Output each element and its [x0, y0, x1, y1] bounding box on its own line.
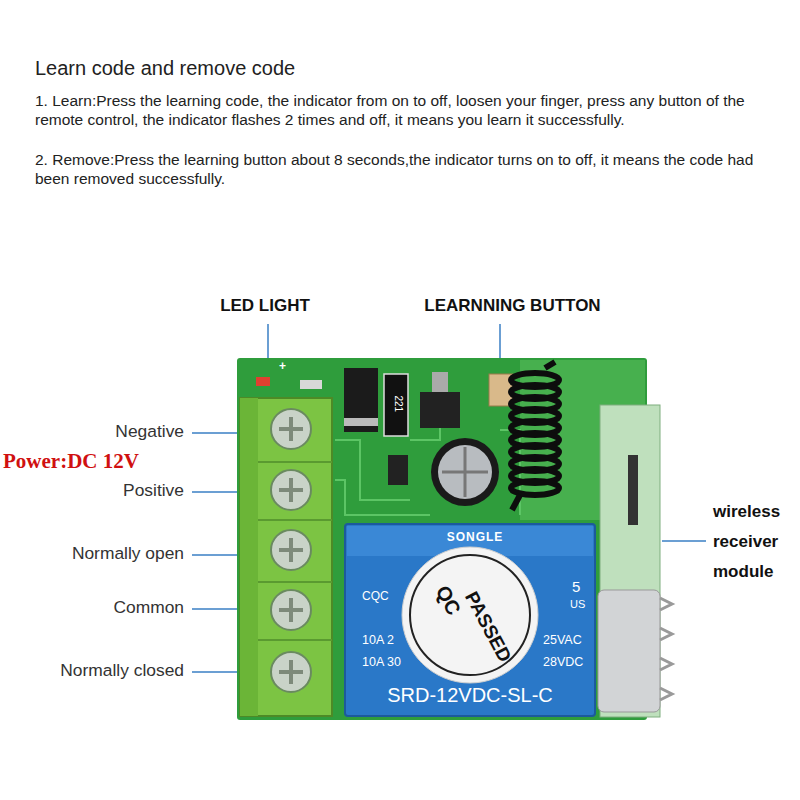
crystal	[598, 590, 660, 712]
page-title: Learn code and remove code	[35, 57, 295, 80]
callout-label: LEARNNING BUTTON	[405, 296, 620, 316]
transistor	[388, 455, 408, 485]
relay-marking: 28VDC	[543, 655, 591, 669]
pcb-traces	[335, 420, 520, 515]
instruction-text: 2. Remove:Press the learning button abou…	[35, 150, 780, 188]
antenna-coil	[511, 362, 559, 510]
screws	[271, 409, 311, 692]
pcb	[237, 358, 647, 720]
resistor	[300, 380, 322, 389]
capacitor	[431, 438, 499, 506]
terminal-label: Normally closed	[0, 660, 184, 680]
relay-marking: US	[570, 598, 592, 611]
callout-label: LED LIGHT	[165, 296, 365, 316]
chip-marking: 221	[392, 387, 404, 421]
regulator	[420, 392, 460, 428]
qc-sticker	[402, 547, 538, 683]
diode	[344, 368, 378, 432]
silkscreen-mark: +	[279, 360, 293, 374]
relay-model: SRD-12VDC-SL-C	[345, 684, 595, 707]
terminal-label: Positive	[0, 480, 184, 500]
relay-marking: 5	[572, 578, 588, 595]
terminal-block	[240, 398, 332, 716]
relay-marking: CQC	[362, 590, 398, 604]
relay	[345, 524, 595, 716]
terminal-label: Common	[0, 597, 184, 617]
relay-marking: SONGLE	[440, 531, 510, 545]
instruction-text: 1. Learn:Press the learning code, the in…	[35, 91, 780, 129]
relay-marking: 10A 30	[362, 655, 408, 669]
led	[256, 377, 270, 386]
terminal-label: Negative	[0, 421, 184, 441]
terminal-label: Normally open	[0, 543, 184, 563]
relay-marking: 10A 2	[362, 633, 402, 647]
chip	[384, 374, 408, 436]
relay-marking: 25VAC	[543, 633, 591, 647]
power-label: Power:DC 12V	[3, 449, 198, 473]
callout-label: wireless receiver module	[713, 497, 795, 587]
